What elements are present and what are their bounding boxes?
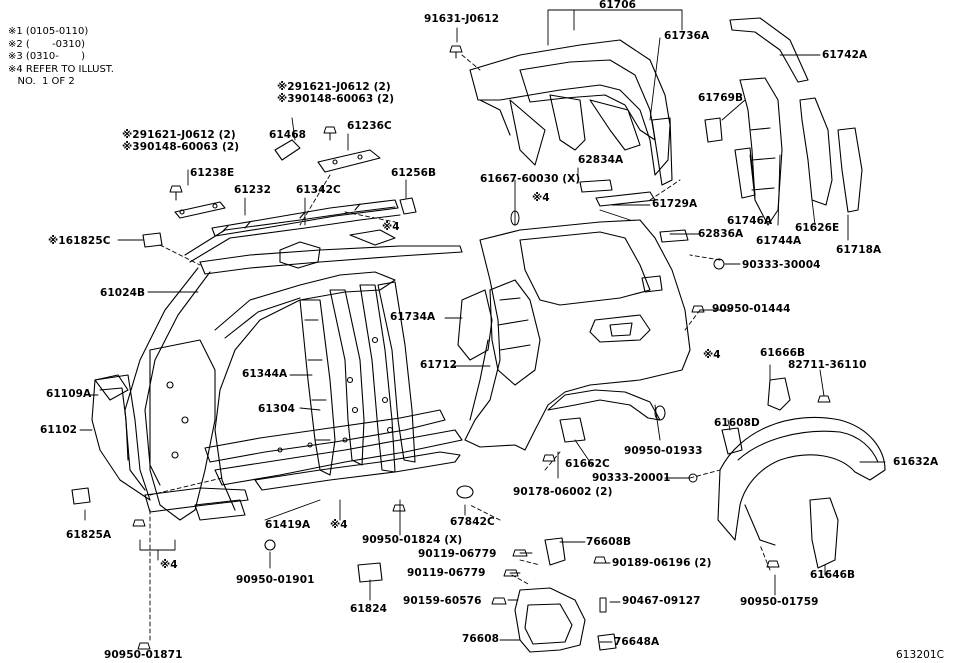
label-76608: 76608 [462,633,500,645]
label-61344A: 61344A [242,368,288,380]
label-61824: 61824 [350,603,388,615]
label-61746A: 61746A [727,215,773,227]
note-2: ※2 ( -0310) [8,38,86,50]
ref-4-rocker: ※4 [330,519,348,531]
note-5: NO. 1 OF 2 [8,76,75,87]
ref-4-roof: ※4 [382,221,400,233]
label-90950-01759: 90950-01759 [740,596,819,608]
label-61024B: 61024B [100,287,146,299]
label-61232: 61232 [234,184,272,196]
label-s2a: ※291621-J0612 (2) [122,129,236,141]
label-61256B: 61256B [391,167,437,179]
note-3: ※3 (0310- ) [8,51,86,62]
leader-lines [79,9,886,643]
label-s1a: ※291621-J0612 (2) [277,81,391,93]
label-61608D: 61608D [714,417,760,429]
label-61729A: 61729A [652,198,698,210]
label-s1b: ※390148-60063 (2) [277,93,395,105]
label-90178-06002: 90178-06002 (2) [513,486,613,498]
quarter-panel-outer [464,219,691,451]
label-67842C: 67842C [450,516,495,528]
label-61718A: 61718A [836,244,882,256]
label-61646B: 61646B [810,569,856,581]
label-91631-J0612: 91631-J0612 [424,13,500,25]
label-61734A: 61734A [390,311,436,323]
label-61825A: 61825A [66,529,112,541]
label-61102: 61102 [40,424,78,436]
label-61419A: 61419A [265,519,311,531]
body-side-inner-panel [91,206,463,521]
label-s2b: ※390148-60063 (2) [122,141,240,153]
label-62836A: 62836A [698,228,744,240]
label-90333-30004: 90333-30004 [742,259,821,271]
label-90467-09127: 90467-09127 [622,595,701,607]
figure-number: 613201C [896,649,945,661]
label-61744A: 61744A [756,235,802,247]
label-90950-01871: 90950-01871 [104,649,183,661]
label-61742A: 61742A [822,49,868,61]
label-82711-36110: 82711-36110 [788,359,867,371]
label-61736A: 61736A [664,30,710,42]
ref-4-wheel: ※4 [703,349,721,361]
label-61626E: 61626E [795,222,840,234]
label-90950-01933: 90950-01933 [624,445,703,457]
quarter-inner-61734A [457,279,541,386]
label-90189-06196: 90189-06196 (2) [612,557,712,569]
label-61769B: 61769B [698,92,744,104]
label-62834A: 62834A [578,154,624,166]
label-90333-20001: 90333-20001 [592,472,671,484]
note-4: ※4 REFER TO ILLUST. [8,63,114,75]
note-1: ※1 (0105-0110) [8,26,89,37]
label-61825C: ※161825C [48,235,111,247]
label-61342C: 61342C [296,184,341,196]
label-90119-06779-a: 90119-06779 [418,548,497,560]
fasteners [132,45,831,650]
label-61468: 61468 [269,129,307,141]
label-61667-60030: 61667-60030 (X) [480,173,581,185]
label-90950-01824: 90950-01824 (X) [362,534,463,546]
label-61632A: 61632A [893,456,939,468]
label-90119-06779-b: 90119-06779 [407,567,486,579]
roof-rail-61232 [211,199,399,237]
wheel-house [717,377,886,569]
label-61662C: 61662C [565,458,610,470]
label-61706: 61706 [599,0,637,11]
label-61236C: 61236C [347,120,392,132]
right-pillar-pieces [579,17,863,243]
label-61666B: 61666B [760,347,806,359]
label-90159-60576: 90159-60576 [403,595,482,607]
label-76648A: 76648A [614,636,660,648]
label-61238E: 61238E [190,167,235,179]
mud-flap [514,417,617,653]
applicability-notes: ※1 (0105-0110) ※2 ( -0310) ※3 (0310- ) ※… [8,26,114,89]
label-61304: 61304 [258,403,296,415]
label-61712: 61712 [420,359,458,371]
label-61109A: 61109A [46,388,92,400]
upper-quarter-61706 [469,39,673,186]
label-76608B: 76608B [586,536,632,548]
ref-4-quarter: ※4 [532,192,550,204]
top-brackets [71,139,474,583]
label-90950-01444: 90950-01444 [712,303,791,315]
ref-4-lower: ※4 [160,559,178,571]
label-90950-01901: 90950-01901 [236,574,315,586]
